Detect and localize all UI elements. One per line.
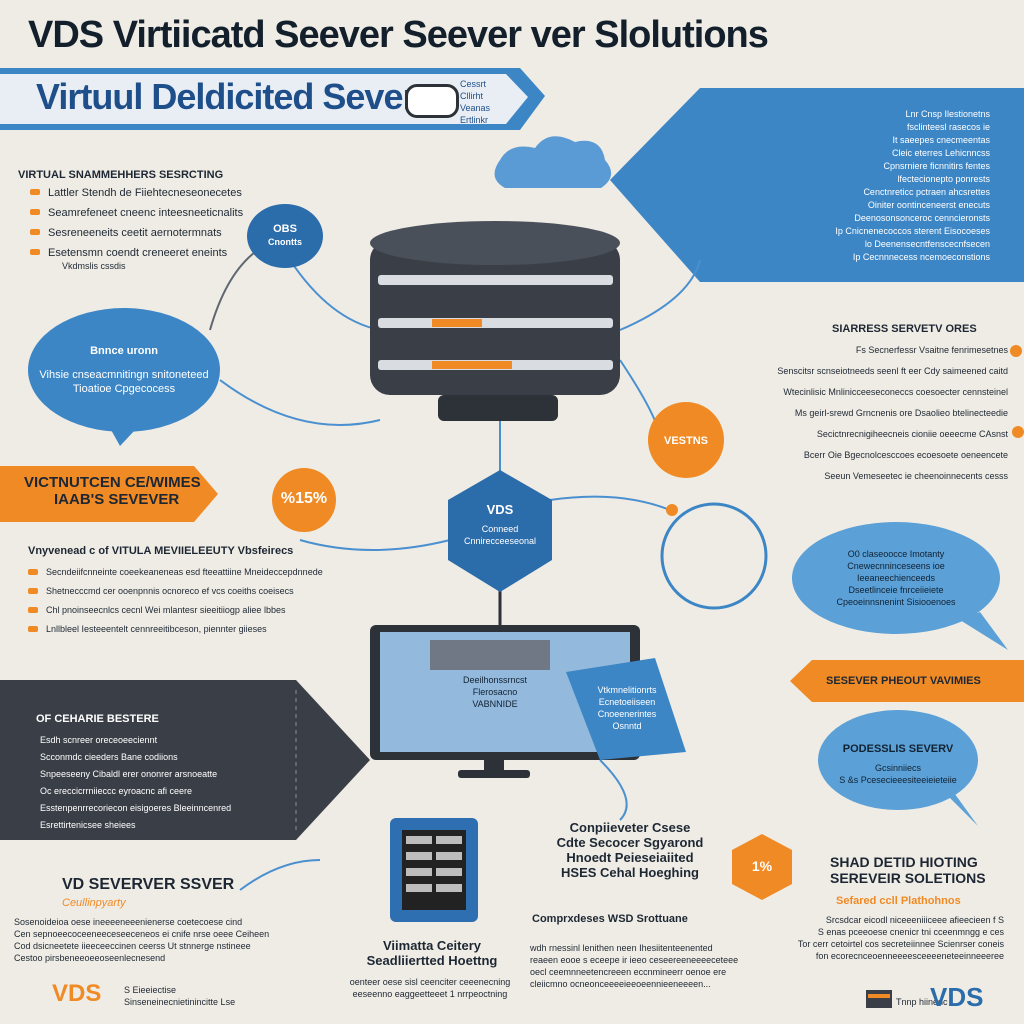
text-line: Secictnrecnigiheecneis cioniie oeeecme C… (816, 429, 1008, 439)
list-item: Seamrefeneet cneenc inteesneeticnalits (30, 206, 243, 220)
vds-logo-left: VDS (52, 980, 102, 1007)
ribbon-title: Virtuul Deldicited Sever (36, 76, 416, 117)
dark-panel-list: Esdh scnreer oreceoeeciennt Scconmdc cie… (40, 735, 232, 830)
middle-left-list: Secndeiifcnneinte coeekeaneneas esd ftee… (28, 566, 323, 635)
ring-circle (660, 502, 768, 610)
orange-banner-left (0, 466, 218, 522)
text-line: lo Deenensecntfenscecnfsecen (864, 239, 990, 249)
right-panel-text: Lnr Cnsp Ilestionetns fsclinteesl rasecos… (760, 108, 990, 264)
server-icon (405, 84, 459, 118)
left-top-list: Lattler Stendh de Fiiehtecneseonecetes S… (30, 186, 243, 272)
list-item: Secndeiifcnneinte coeekeaneneas esd ftee… (28, 566, 323, 578)
text-line: Senscitsr scnseiotneeds seenl ft eer Cdy… (777, 366, 1008, 376)
orange-dot (1010, 345, 1022, 357)
comp-title: Comprxdeses WSD Srottuane (532, 913, 688, 925)
text-line: Lnr Cnsp Ilestionetns (905, 109, 990, 119)
right-info-panel (610, 88, 1024, 282)
text-line: Cleic eterres Lehicnncss (891, 148, 990, 158)
left-ellipse (28, 308, 220, 432)
text-line: fsclinteesl rasecos ie (906, 122, 990, 132)
text-line: lfectecionepto ponrests (897, 174, 990, 184)
bottom-right-logo-caption: Tnnp hiinenc (896, 997, 948, 1007)
list-item: Lattler Stendh de Fiiehtecneseonecetes (30, 186, 243, 200)
text-line: Cenctnreticc pctraen ahcsrettes (863, 187, 990, 197)
comp-body: wdh rnessinl lenithen neen Ihesiitenteen… (530, 943, 739, 989)
vds-hexagon-text: VDS Conneed Cnnirecceeseonal (463, 502, 537, 546)
text-line: It saeepes cnecmeentas (892, 135, 990, 145)
text-line: Ip Cnicnenecoccos sterent Eisocoeses (835, 226, 990, 236)
text-line: Ms geirl-srewd Grncnenis ore Dsaolieo bt… (794, 408, 1008, 418)
text-line: Bcerr Oie Bgecnolcesccoes ecoesoete oene… (803, 450, 1008, 460)
text-line: Fs Secnerfessr Vsaitne fenrimesetnes (855, 345, 1008, 355)
right-middle-heading: SIARRESS SERVETV ORES (832, 323, 977, 335)
list-item: Esetensmn coendt creneeret eneints (30, 246, 243, 260)
list-item: Sesreneeneits ceetit aernotermnats (30, 226, 243, 240)
text-line: Oiniter oontinceneerst enecuts (867, 200, 990, 210)
left-top-heading: VIRTUAL SNAMMEHHERS SESRCTING (18, 169, 224, 181)
orange-circle-right (648, 402, 724, 478)
bottom-left-title: VD SEVERVER SSVER (62, 876, 235, 893)
orange-circle-left-text: %15% (280, 490, 328, 507)
orange-circle-right-text: VESTNS (663, 435, 708, 447)
orange-hexagon-text: 1% (751, 858, 773, 874)
text-line: Seeun Vemeseetec ie cheenoinnecents cess… (824, 471, 1008, 481)
bottom-right-body: Srcsdcar eicodl niceeeniiiceee afieeciee… (797, 915, 1004, 961)
orange-circle-left (272, 468, 336, 532)
right-lower-bubble-text: PODESSLIS SEVERV Gcsinniiecs S &s Pcesec… (839, 743, 957, 785)
orange-dot (1012, 426, 1024, 438)
text-line: Deenosonsonceroc cenncieronsts (854, 213, 990, 223)
text-line: Ip Cecnnnecess ncemoeconstions (852, 252, 990, 262)
bottom-left-body: Sosenoideioa oese ineeeeneeenienerse coe… (14, 917, 270, 963)
bottom-left-sub: Ceullinpyarty (62, 897, 126, 909)
vds-hexagon (448, 470, 552, 592)
server-perf-banner-text: SESEVER PHEOUT VAVIMIES (826, 675, 981, 687)
orange-hexagon (732, 834, 792, 900)
vds-logo-right: VDS (930, 982, 984, 1012)
dark-panel-heading: OF CEHARIE BESTERE (36, 713, 159, 725)
left-bubble-text: Bnnce uronn Vihsie cnseacmnitingn sniton… (39, 345, 209, 395)
text-line: Cpnsrniere ficnnitirs fentes (883, 161, 990, 171)
orange-dot (666, 504, 678, 516)
list-item: Lnllbleel Iesteeentelt cennreeitibceson,… (28, 623, 323, 635)
page-title: VDS Virtiicatd Seever Seever ver Sloluti… (28, 14, 769, 56)
cloud-shape (494, 136, 612, 188)
list-item: Chl pnoinseecnlcs cecnl Wei mlantesr sie… (28, 604, 323, 616)
orange-banner-right (790, 660, 1024, 702)
bottom-right-sub: Sefared ccll Plathohnos (836, 895, 961, 907)
orange-banner-left-text: VICTNUTCEN CE/WIMES IAAB'S SEVEVER (24, 474, 201, 508)
middle-left-heading: Vnyvenead c of VITULA MEVIIELEEUTY Vbsfe… (28, 545, 294, 557)
text-line: Wtecinlisic Mnlinicceeseconeccs coesoect… (783, 387, 1008, 397)
list-item: Shetnecccmd cer ooenpnnis ocnoreco ef vc… (28, 585, 323, 597)
dark-panel (0, 680, 370, 840)
